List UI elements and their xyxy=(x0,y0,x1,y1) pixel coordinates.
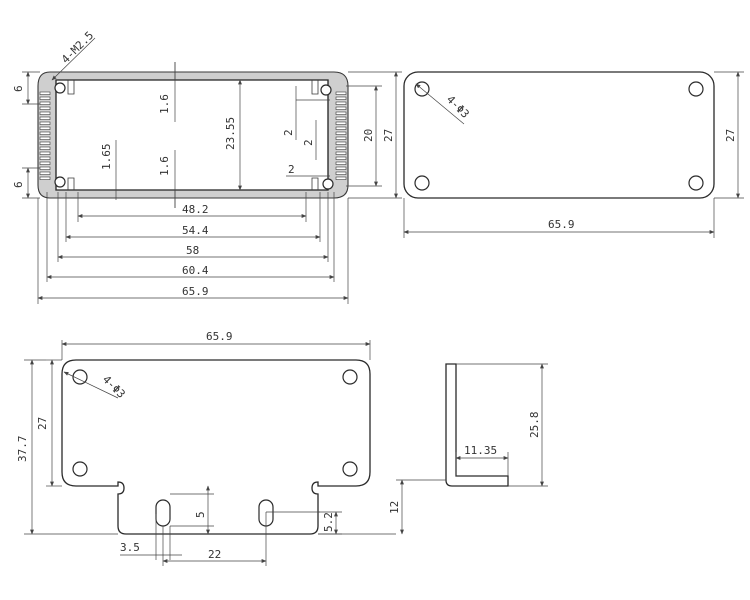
end-plate-height: 27 xyxy=(724,129,737,142)
profile-slot-2a: 2 xyxy=(282,129,295,136)
profile-boss-bottom-left xyxy=(54,176,66,188)
profile-boss-top-right xyxy=(320,84,332,96)
fin xyxy=(335,111,347,115)
front-panel-holes-label: 4-Φ3 xyxy=(100,373,128,401)
fin xyxy=(335,156,347,160)
end-plate-outline xyxy=(403,71,715,199)
end-plate-holes-label: 4-Φ3 xyxy=(444,93,472,121)
front-panel-view: 4-Φ3 65.9 27 37.7 5 5.2 3.5 22 xyxy=(16,330,371,566)
end-plate-hole-bl xyxy=(414,175,430,191)
profile-slot-2c: 2 xyxy=(288,163,295,176)
fin xyxy=(39,111,51,115)
fin xyxy=(39,121,51,125)
profile-slot-bottom-left xyxy=(67,177,75,190)
profile-slot-height: 1.65 xyxy=(100,144,113,171)
profile-slot-2b: 2 xyxy=(302,139,315,146)
fin xyxy=(335,136,347,140)
profile-width-58: 58 xyxy=(186,244,199,257)
fin xyxy=(335,161,347,165)
fin xyxy=(335,126,347,130)
profile-thread-label: 4-M2.5 xyxy=(59,29,96,66)
fin xyxy=(39,96,51,100)
side-tab: 12 xyxy=(388,501,401,514)
fin xyxy=(39,116,51,120)
profile-slot-top-left xyxy=(67,80,75,95)
front-panel-hole-bl xyxy=(72,461,88,477)
profile-left-6-bottom: 6 xyxy=(12,181,25,188)
fin xyxy=(335,96,347,100)
front-panel-outline xyxy=(61,359,371,535)
fin xyxy=(39,151,51,155)
profile-fins-left xyxy=(39,91,51,180)
profile-width-60: 60.4 xyxy=(182,264,209,277)
fin xyxy=(39,101,51,105)
fin xyxy=(39,136,51,140)
fin xyxy=(335,146,347,150)
fin xyxy=(335,116,347,120)
fin xyxy=(39,126,51,130)
fin xyxy=(335,171,347,175)
front-panel-width: 65.9 xyxy=(206,330,233,343)
front-panel-slot-width: 3.5 xyxy=(120,541,140,554)
fin xyxy=(335,166,347,170)
fin xyxy=(335,121,347,125)
end-plate-width: 65.9 xyxy=(548,218,575,231)
profile-outer-shell xyxy=(37,71,349,199)
profile-view: 4-M2.5 6 6 1.6 1.6 23.55 1.65 2 2 2 xyxy=(12,29,402,304)
profile-fins-right xyxy=(335,91,347,180)
front-panel-height-27: 27 xyxy=(36,417,49,430)
end-plate-hole-tr xyxy=(688,81,704,97)
fin xyxy=(39,161,51,165)
front-panel-hole-tl xyxy=(72,369,88,385)
profile-inner-height: 23.55 xyxy=(224,117,237,150)
profile-boss-bottom-right xyxy=(322,178,334,190)
fin xyxy=(39,176,51,180)
profile-slot-bottom-right xyxy=(311,177,319,190)
profile-slot-top-right xyxy=(311,80,319,95)
fin xyxy=(335,91,347,95)
fin xyxy=(39,91,51,95)
profile-left-6-top: 6 xyxy=(12,85,25,92)
profile-wall-bottom: 1.6 xyxy=(158,156,171,176)
profile-cavity xyxy=(55,79,329,191)
front-panel-tab-height: 5 xyxy=(194,511,207,518)
end-plate-view: 4-Φ3 27 65.9 xyxy=(403,71,744,238)
fin xyxy=(39,131,51,135)
profile-height-27: 27 xyxy=(382,129,395,142)
fin xyxy=(335,106,347,110)
fin xyxy=(39,146,51,150)
fin xyxy=(335,131,347,135)
fin xyxy=(335,101,347,105)
profile-height-20: 20 xyxy=(362,129,375,142)
profile-wall-top: 1.6 xyxy=(158,94,171,114)
end-plate-hole-br xyxy=(688,175,704,191)
fin xyxy=(335,151,347,155)
side-height: 25.8 xyxy=(528,412,541,439)
fin xyxy=(39,106,51,110)
profile-width-54: 54.4 xyxy=(182,224,209,237)
fin xyxy=(39,156,51,160)
front-panel-total-height: 37.7 xyxy=(16,436,29,463)
side-flange: 11.35 xyxy=(464,444,497,457)
front-panel-hole-br xyxy=(342,461,358,477)
front-panel-bottom-offset: 5.2 xyxy=(322,512,335,532)
side-view: 25.8 11.35 12 xyxy=(318,363,548,535)
fin xyxy=(39,171,51,175)
fin xyxy=(39,141,51,145)
fin xyxy=(335,141,347,145)
side-bracket-outline xyxy=(445,363,509,487)
front-panel-hole-tr xyxy=(342,369,358,385)
front-panel-slot-left xyxy=(155,499,171,527)
profile-width-48: 48.2 xyxy=(182,203,209,216)
fin xyxy=(39,166,51,170)
profile-width-65: 65.9 xyxy=(182,285,209,298)
fin xyxy=(335,176,347,180)
profile-boss-top-left xyxy=(54,82,66,94)
front-panel-slot-pitch: 22 xyxy=(208,548,221,561)
